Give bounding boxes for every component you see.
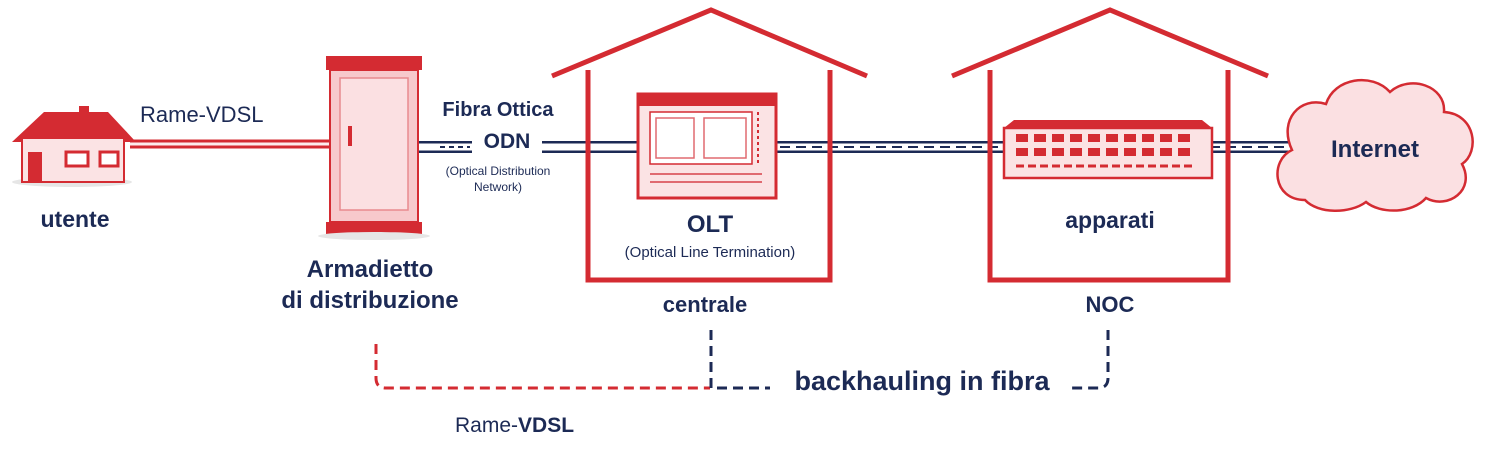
internet-label: Internet: [1330, 136, 1419, 163]
fiber-title: Fibra Ottica: [442, 99, 554, 121]
backhaul-connectors: [374, 330, 1110, 390]
olt-subtitle: (Optical Line Termination): [624, 244, 796, 261]
building-outline-icon: [951, 7, 1269, 283]
cloud-icon: [1276, 78, 1474, 212]
olt-rack-icon: [636, 92, 778, 200]
backhaul-label: backhauling in fibra: [772, 366, 1072, 397]
central-label: centrale: [662, 292, 748, 317]
cabinet-label-line1: Armadietto: [306, 256, 434, 283]
router-icon: [1002, 120, 1214, 180]
odn-description-line1: (Optical Distribution: [445, 164, 551, 178]
copper-link-label: Rame-VDSL: [140, 102, 264, 127]
bottom-copper-label: Rame-VDSL: [455, 414, 615, 438]
cabinet-icon: [318, 56, 430, 240]
user-label: utente: [40, 206, 110, 232]
bottom-copper-suffix: VDSL: [518, 414, 575, 437]
noc-label: NOC: [1085, 292, 1135, 317]
house-icon: [12, 106, 136, 187]
building-outline-icon: [551, 7, 868, 283]
bottom-copper-prefix: Rame-: [455, 414, 519, 437]
equipment-label: apparati: [1065, 207, 1155, 233]
cabinet-label-line2: di distribuzione: [281, 287, 459, 314]
olt-title: OLT: [686, 211, 734, 238]
odn-label: ODN: [472, 130, 542, 154]
odn-description-line2: Network): [473, 180, 522, 194]
